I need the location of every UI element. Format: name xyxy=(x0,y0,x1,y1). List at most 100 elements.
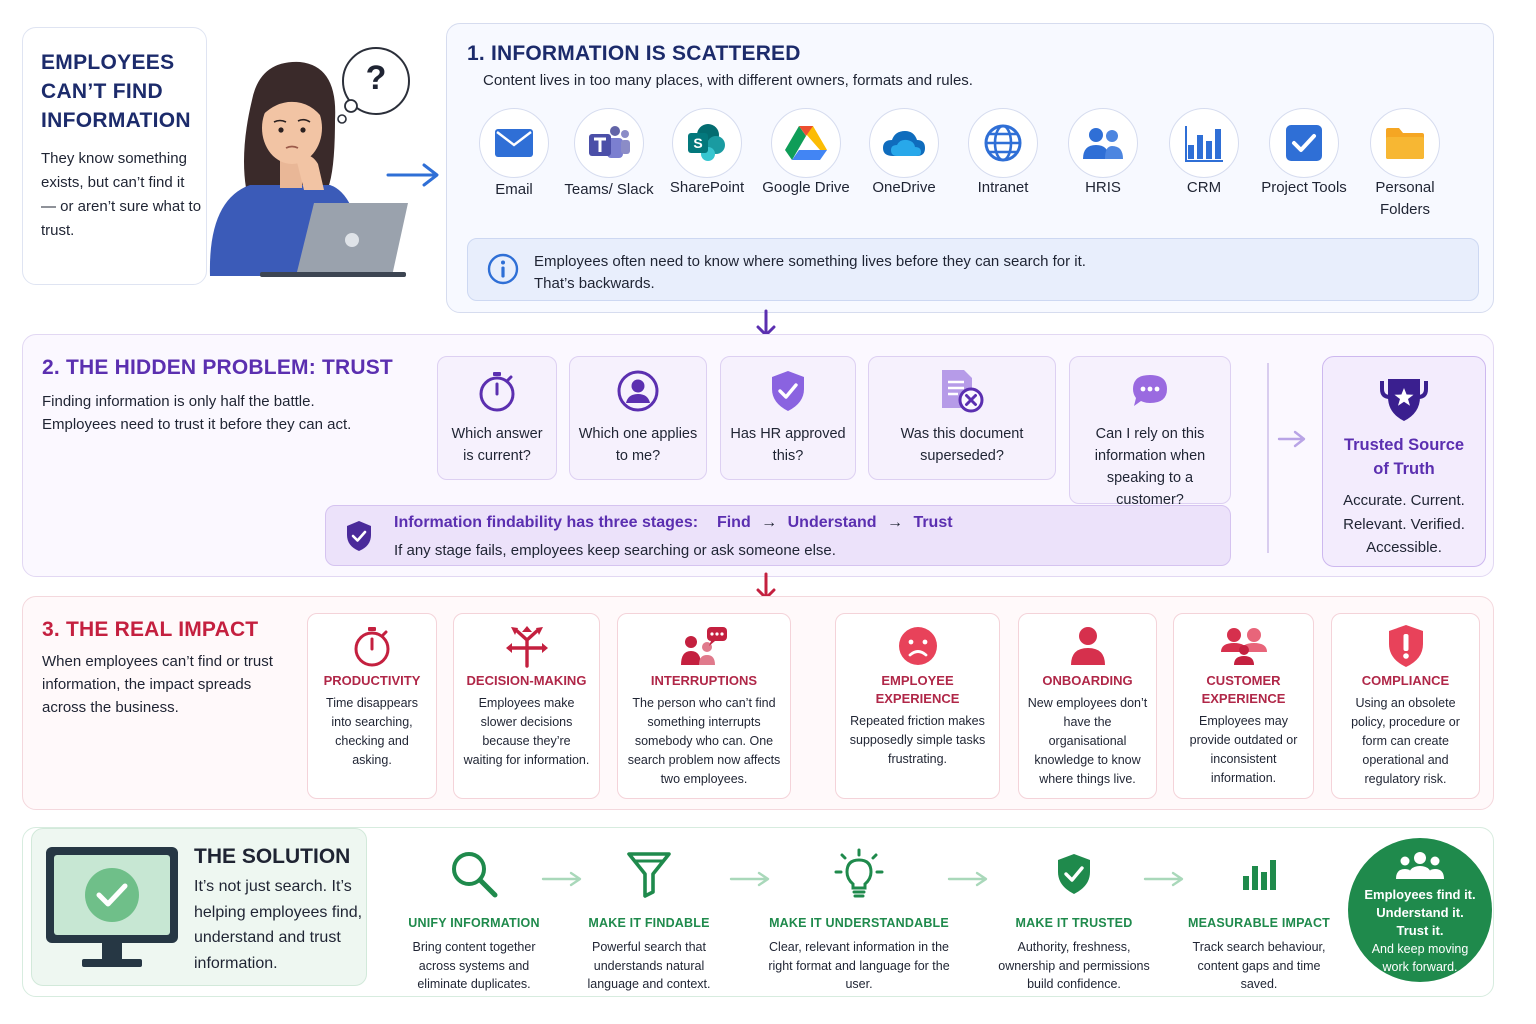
source-label: Project Tools xyxy=(1261,179,1347,196)
outcome-line1: Employees find it. xyxy=(1364,887,1476,902)
trusted-title: Trusted Source of Truth xyxy=(1343,436,1465,478)
section1-title: 1. INFORMATION IS SCATTERED xyxy=(467,42,801,65)
outcome-line4: And keep moving work forward. xyxy=(1371,942,1469,974)
bar-chart-icon xyxy=(1179,848,1339,900)
stages-label: Information findability has three stages… xyxy=(394,514,699,531)
solution-step: MEASURABLE IMPACT Track search behaviour,… xyxy=(1179,848,1339,994)
question-text: Which one applies to me? xyxy=(578,426,698,464)
shield-check-icon xyxy=(989,848,1159,900)
outcome-line2: Understand it. xyxy=(1376,905,1464,920)
solution-step-title: MAKE IT TRUSTED xyxy=(1015,916,1133,930)
solution-step-text: Clear, relevant information in the right… xyxy=(768,940,950,991)
solution-step-title: MEASURABLE IMPACT xyxy=(1187,916,1331,930)
section-scattered: 1. INFORMATION IS SCATTERED Content live… xyxy=(446,23,1494,313)
solution-step-title: MAKE IT UNDERSTANDABLE xyxy=(769,916,949,930)
svg-text:S: S xyxy=(693,135,702,151)
shield-check-icon xyxy=(721,369,855,413)
stages-line: Information findability has three stages… xyxy=(394,514,953,532)
stopwatch-icon xyxy=(438,369,556,413)
stage-trust: Trust xyxy=(913,514,953,531)
person-illustration: ? xyxy=(200,40,420,285)
section3-body: When employees can’t find or trust infor… xyxy=(42,653,273,716)
impact-card: EMPLOYEE EXPERIENCE Repeated friction mak… xyxy=(835,613,1000,799)
email-icon xyxy=(494,128,534,158)
person-icon xyxy=(1019,626,1156,666)
source-label: Email xyxy=(495,181,533,198)
google-drive-icon xyxy=(784,124,828,162)
stopwatch-icon xyxy=(308,626,436,667)
group-icon xyxy=(1174,626,1313,666)
info-icon xyxy=(486,252,520,291)
stage-arrow: → xyxy=(886,514,903,531)
callout-line1: Employees often need to know where somet… xyxy=(534,253,1086,270)
source-email-circle xyxy=(479,108,549,178)
arrow-right-icon xyxy=(386,162,442,193)
arrows-split-icon xyxy=(454,626,599,668)
bar-chart-icon xyxy=(1184,123,1224,163)
solution-step-title: UNIFY INFORMATION xyxy=(408,916,540,930)
source-label: HRIS xyxy=(1085,179,1121,196)
callout-line2: That’s backwards. xyxy=(534,275,655,292)
intro-title: EMPLOYEES CAN’T FIND INFORMATION xyxy=(41,51,191,132)
solution-step-text: Authority, freshness, ownership and perm… xyxy=(998,940,1150,991)
arrow-right-icon xyxy=(729,870,771,893)
impact-text: Repeated friction makes supposedly simpl… xyxy=(849,714,986,766)
funnel-icon xyxy=(573,848,725,900)
monitor-check-icon xyxy=(44,845,180,976)
solution-step-text: Powerful search that understands natural… xyxy=(587,940,711,991)
source-label: Teams/ Slack xyxy=(564,181,654,198)
section2-body: Finding information is only half the bat… xyxy=(42,393,352,433)
impact-title: ONBOARDING xyxy=(1042,673,1133,688)
folder-icon xyxy=(1384,126,1426,160)
section-solution: THE SOLUTION It’s not just search. It’s … xyxy=(22,827,1494,997)
source-label: Personal Folders xyxy=(1375,179,1435,218)
impact-title: EMPLOYEE EXPERIENCE xyxy=(875,673,960,706)
source-label: Google Drive xyxy=(762,179,850,196)
arrow-right-icon xyxy=(1277,429,1307,454)
sharepoint-icon: S xyxy=(686,123,728,163)
question-text: Which answer is current? xyxy=(451,426,543,464)
document-x-icon xyxy=(869,369,1055,413)
checkbox-icon xyxy=(1284,123,1324,163)
intro-card: EMPLOYEES CAN’T FIND INFORMATION They kn… xyxy=(22,27,207,285)
shield-alert-icon xyxy=(1332,625,1479,667)
divider xyxy=(1267,363,1269,553)
solution-body: It’s not just search. It’s helping emplo… xyxy=(194,878,363,972)
solution-step: MAKE IT TRUSTED Authority, freshness, own… xyxy=(989,848,1159,994)
source-google-drive-circle xyxy=(771,108,841,178)
impact-title: INTERRUPTIONS xyxy=(650,673,758,688)
lightbulb-icon xyxy=(763,848,955,900)
source-people-circle xyxy=(1068,108,1138,178)
sad-face-icon xyxy=(836,626,999,666)
source-globe-circle xyxy=(968,108,1038,178)
question-text: Can I rely on this information when spea… xyxy=(1094,426,1206,508)
impact-text: Employees may provide outdated or incons… xyxy=(1189,714,1298,785)
teams-icon xyxy=(587,124,631,162)
question-mark-icon: ? xyxy=(365,59,387,97)
impact-text: Employees make slower decisions because … xyxy=(463,696,590,767)
trusted-source-card: Trusted Source of Truth Accurate. Curren… xyxy=(1322,356,1486,567)
arrow-right-icon xyxy=(1143,870,1185,893)
solution-step-text: Track search behaviour, content gaps and… xyxy=(1192,940,1326,991)
solution-step: MAKE IT UNDERSTANDABLE Clear, relevant in… xyxy=(763,848,955,994)
source-checkbox-circle xyxy=(1269,108,1339,178)
user-icon xyxy=(570,369,706,413)
section3-title: 3. THE REAL IMPACT xyxy=(42,618,259,641)
group-icon xyxy=(1348,850,1492,880)
question-card: Can I rely on this information when spea… xyxy=(1069,356,1231,508)
question-text: Was this document superseded? xyxy=(900,426,1024,464)
question-card: Which one applies to me? xyxy=(569,356,707,480)
impact-card: DECISION-MAKING Employees make slower dec… xyxy=(453,613,600,799)
question-card: Has HR approved this? xyxy=(720,356,856,480)
impact-title: DECISION-MAKING xyxy=(466,673,587,688)
impact-title: PRODUCTIVITY xyxy=(323,673,421,688)
outcome-line3: Trust it. xyxy=(1396,923,1444,938)
impact-card: CUSTOMER EXPERIENCE Employees may provide… xyxy=(1173,613,1314,799)
impact-title: CUSTOMER EXPERIENCE xyxy=(1201,673,1286,706)
section2-title: 2. THE HIDDEN PROBLEM: TRUST xyxy=(42,356,393,379)
source-sharepoint-circle: S xyxy=(672,108,742,178)
